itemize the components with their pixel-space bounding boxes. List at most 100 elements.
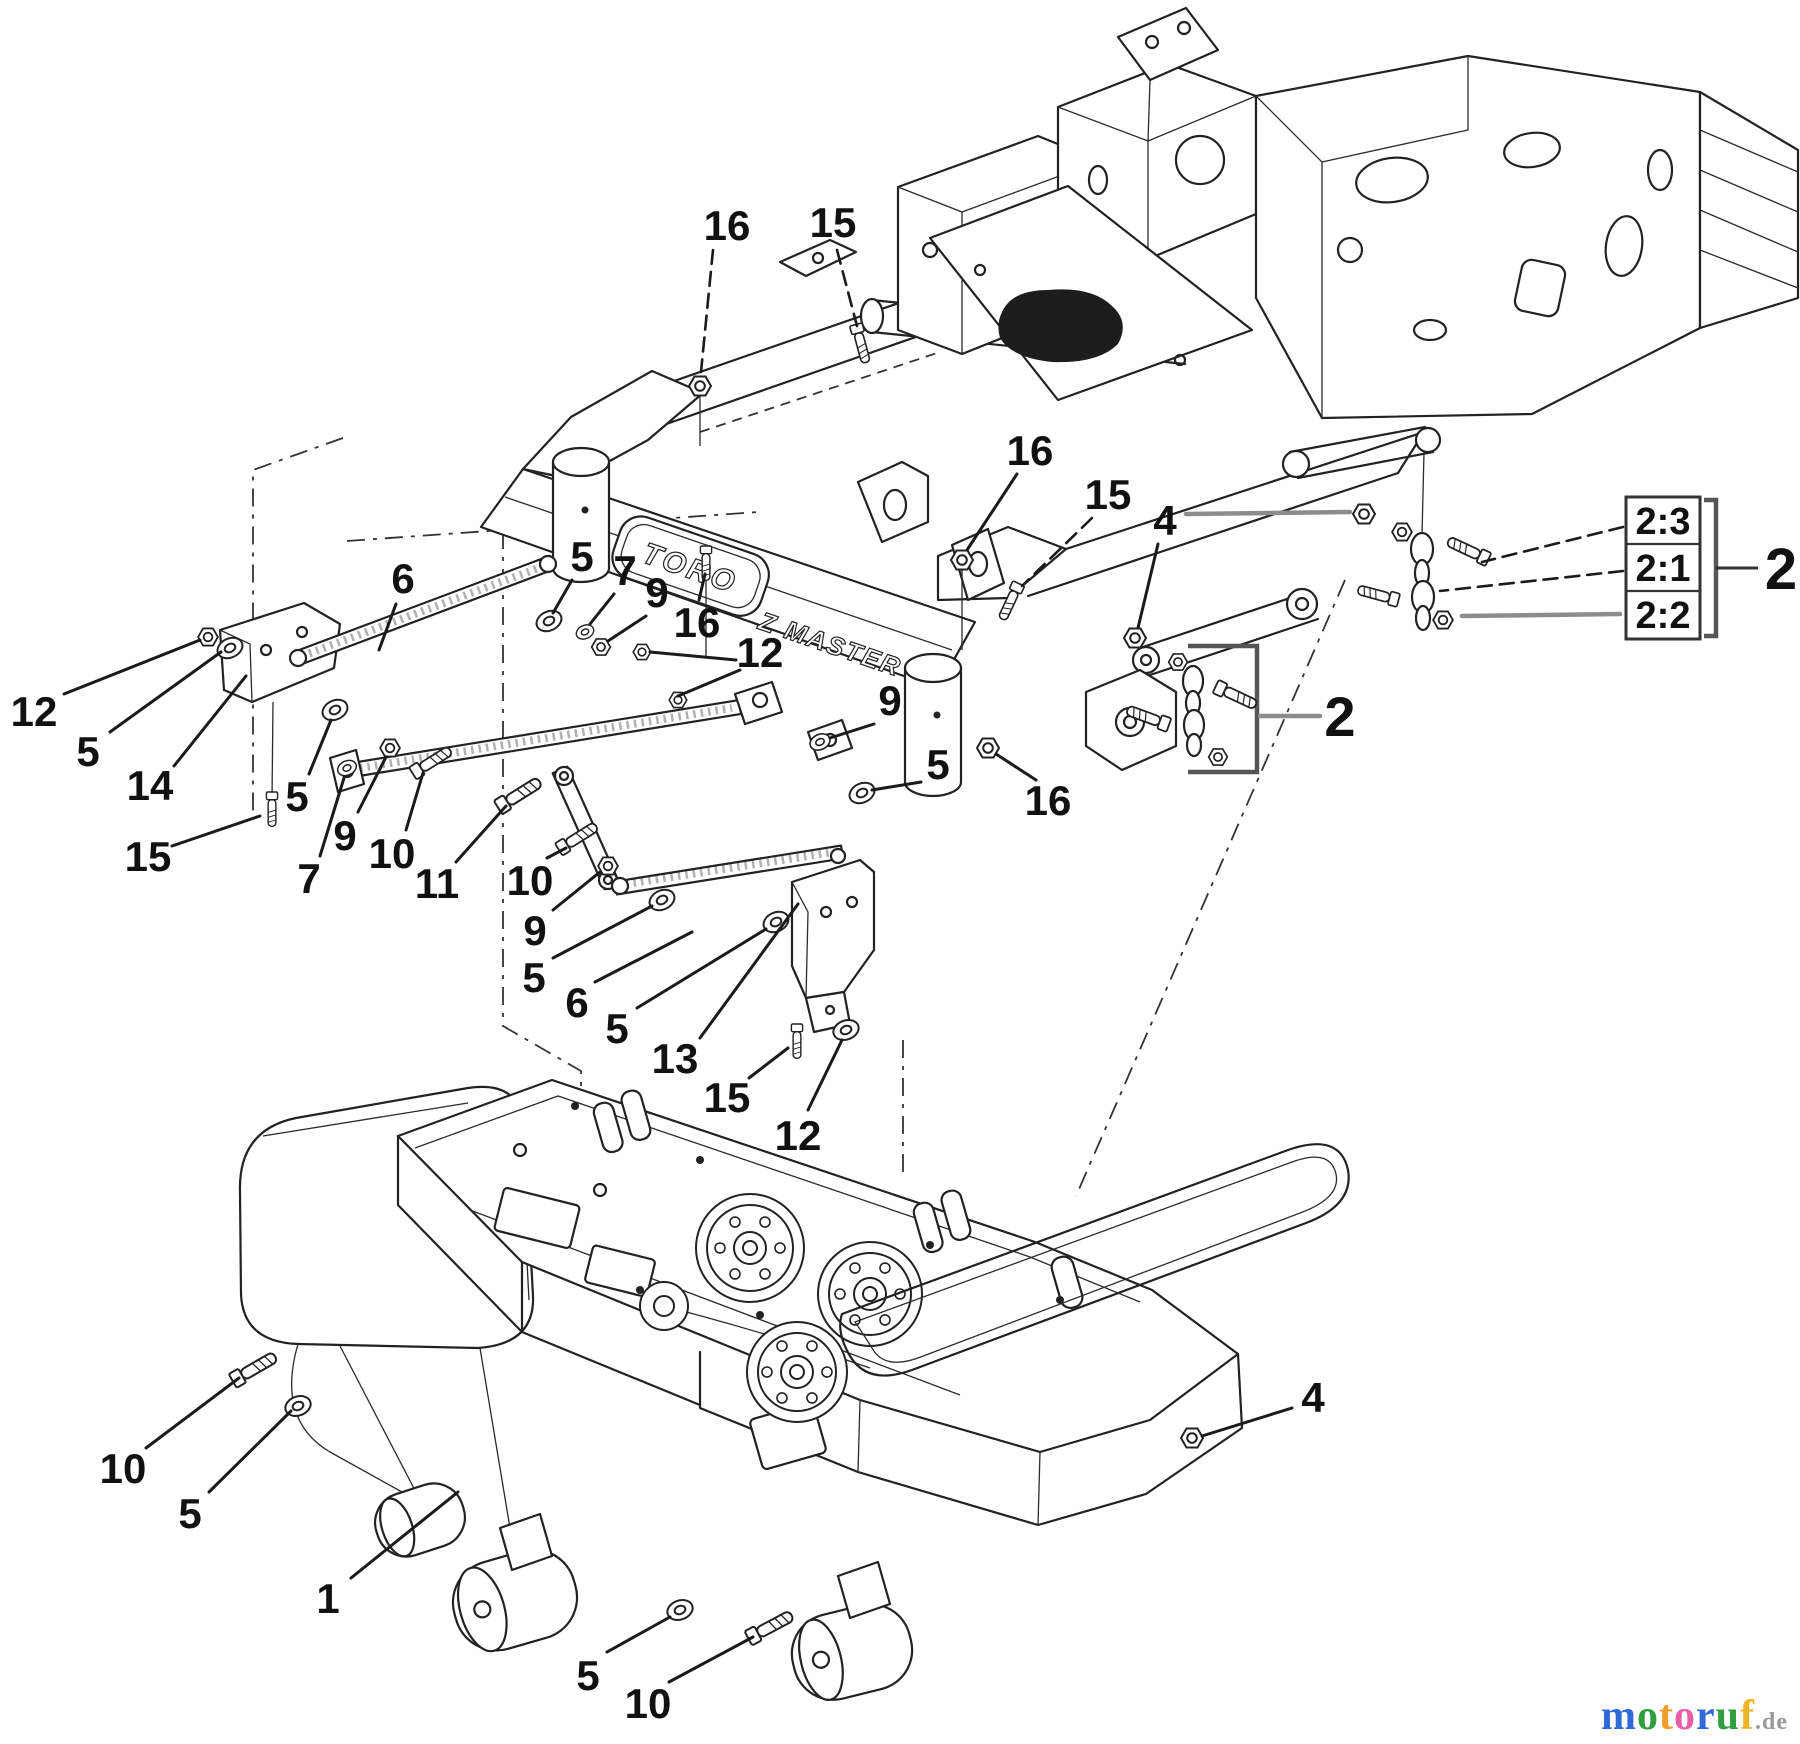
pulley-ring [742,1240,758,1256]
pulley-bolt-hole [776,1340,788,1352]
nut-hole [637,647,647,657]
deck-holes [571,1102,1064,1319]
deck-top [396,1078,1240,1454]
watermark-letter: m [1600,1693,1637,1739]
callout-label-10: 10 [369,830,416,877]
nut-glyph [597,856,619,876]
pulley-ring [757,1332,837,1412]
bolt-shaft [505,777,542,806]
callout-label-1: 1 [316,1575,339,1622]
washer-glyph [832,1019,860,1041]
construction-line [1075,579,1346,1197]
callout-leader [1136,542,1160,630]
callout-label-4: 4 [1301,1374,1325,1421]
pulley-ring [817,1241,923,1347]
bolt-glyph [408,746,452,780]
spindle-pulley [817,1241,923,1347]
callout-label-2: 2 [1765,537,1797,602]
bolt-thread [1363,586,1366,596]
bolt-thread [1236,692,1240,702]
bolt-thread [1002,607,1012,610]
callout-label-5: 5 [522,954,545,1001]
callout-label-16: 16 [1007,427,1054,474]
bolt-thread [268,814,276,818]
bolt-head [1212,679,1229,698]
tractor-frame-assembly: TORO Z MASTER [479,6,1800,798]
idler-ring [653,1295,675,1317]
washer-glyph [575,624,595,640]
pulley-bolt-hole [879,1262,891,1274]
callout-label-9: 9 [645,569,668,616]
callout-label-11: 11 [415,860,459,907]
bolt-thread [581,829,589,837]
bolt-glyph [790,1023,804,1059]
washer-glyph [848,781,876,805]
nut-hole [1358,508,1370,520]
pulley-ring [706,1204,794,1292]
bolt-head [1008,580,1025,595]
bolt-thread [1369,588,1371,598]
bolt-thread [1242,694,1246,705]
watermark-letter: o [1673,1693,1696,1739]
deck-hanger-bracket [912,1189,972,1254]
callout-leader [648,650,738,662]
bolt-thread [859,348,867,354]
callout-leader [545,846,568,860]
callout-leader [454,804,508,864]
watermark-letter: r [1695,1693,1716,1739]
callout-label-15: 15 [1085,471,1132,518]
nut-hole [384,742,396,754]
bolt-glyph [493,777,542,815]
bolt-thread [793,1041,801,1045]
bolt-thread [522,785,532,794]
nut-hole [956,554,968,566]
nut-glyph [1432,610,1454,630]
bolt-head [493,794,512,815]
rod-upper [288,554,558,668]
bolt-thread [435,753,443,761]
nut-hole [1186,1432,1198,1444]
deck-skirt-left2 [396,1134,524,1334]
callout-label-9: 9 [878,677,901,724]
bolt-shaft [1357,585,1391,603]
pulley-bolt-hole [849,1262,861,1274]
pulley-bolt-hole [714,1242,726,1254]
caster-roller-right [790,1603,914,1701]
ref-leader [1480,525,1625,564]
bolt-glyph [228,1352,278,1389]
callout-label-5: 5 [926,741,949,788]
washer-hole [814,737,826,747]
bolt-thread [517,789,526,797]
nut-glyph [668,691,688,709]
washer-hole [655,894,669,906]
nut-glyph [632,643,652,661]
callout-leader [62,638,202,696]
pulley-bolt-hole [729,1216,741,1228]
bolt-thread [528,781,538,790]
nut-hole [596,642,606,652]
pulley-ring [780,1355,814,1389]
nut-hole [202,631,214,643]
callout-leader [593,930,694,984]
washer-glyph [809,733,831,751]
pulley-bolt-hole [821,1366,833,1378]
washer-hole [342,764,352,772]
caster-sleeve-right [903,668,963,798]
bolt-thread [252,1363,261,1372]
callout-label-10: 10 [625,1680,672,1727]
pulley-bolt-hole [879,1314,891,1326]
callout-label-12: 12 [775,1112,822,1159]
ref-leader [1438,569,1625,593]
pulley-bolt-hole [806,1340,818,1352]
callout-label-2: 2 [1324,685,1355,748]
bolt-glyph [849,322,871,364]
bracket-13 [790,858,876,1034]
pulley-ring [862,1286,878,1302]
callout-leader [144,1376,241,1450]
callout-leader [699,248,715,374]
callout-leader [870,780,923,792]
bolt-thread [1458,541,1462,552]
callout-leader [307,718,333,776]
